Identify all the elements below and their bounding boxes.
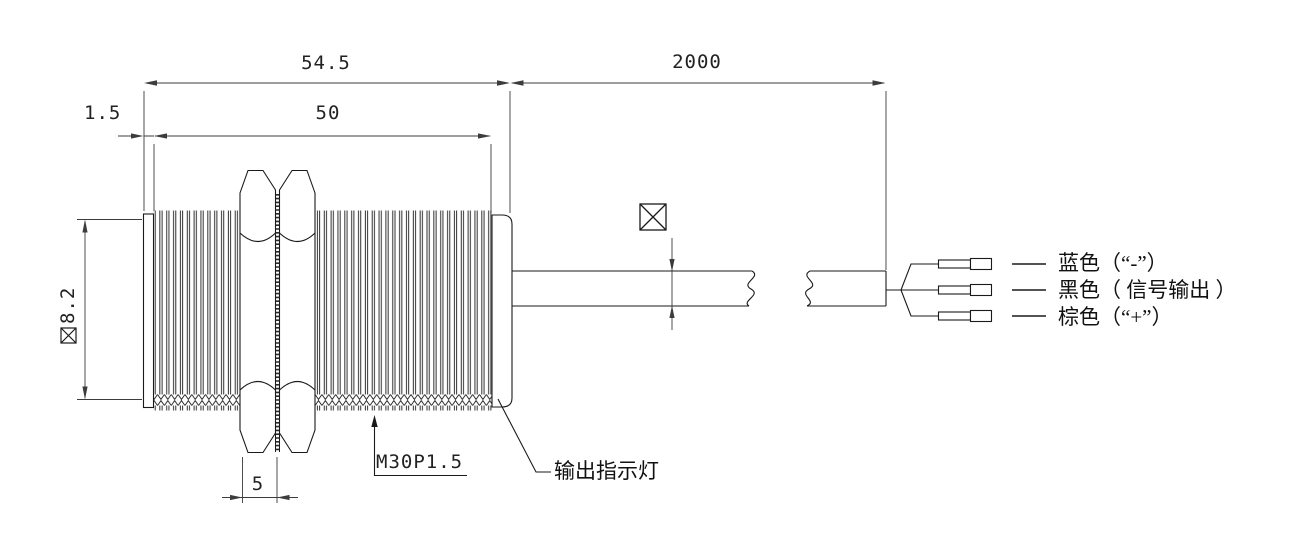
dim-body-diameter [77, 219, 142, 400]
dim-thread-length [153, 133, 492, 213]
thread-spec-label: M30P1.5 [374, 451, 468, 476]
wire-ferrule-blue [937, 257, 993, 271]
dim-text-body-diameter-value: 8.2 [57, 286, 79, 324]
dim-text-cable-length: 2000 [672, 51, 722, 73]
cable-break-right [805, 270, 814, 307]
thread-spec-text: M30P1.5 [374, 451, 468, 476]
thread-strip-between-nuts [275, 192, 280, 452]
wire-fan [886, 257, 1046, 323]
sensing-face [142, 213, 155, 409]
wire-label-ticks [1012, 263, 1046, 317]
dim-overall-length [143, 80, 511, 213]
wire-ferrule-brown [937, 309, 993, 323]
thread-right [315, 210, 492, 411]
diameter-box-icon [59, 327, 77, 344]
dim-cable-diameter [669, 238, 675, 330]
dim-text-nut-width: 5 [251, 473, 265, 495]
wire-label-black: 黑色（ 信号输出 ） [1058, 278, 1237, 302]
dim-text-overall-length: 54.5 [301, 52, 351, 74]
thread-spec-leader [371, 415, 378, 476]
wire-ferrule-black [937, 283, 993, 297]
end-cap [491, 214, 513, 408]
dim-text-tip-length: 1.5 [84, 102, 122, 124]
dim-nut-width [222, 457, 298, 503]
wire-label-blue: 蓝色（“-”） [1058, 251, 1168, 275]
hex-nut-left [239, 169, 277, 454]
dim-text-thread-length: 50 [315, 102, 341, 124]
dim-text-body-diameter: 8.2 [57, 268, 79, 344]
thread-left [153, 210, 240, 411]
wire-label-brown: 棕色（“+”） [1058, 305, 1173, 329]
dim-cable-length [510, 80, 887, 270]
dimension-lines [77, 80, 887, 503]
cable [512, 270, 887, 307]
led-callout-label: 输出指示灯 [554, 459, 659, 483]
hex-nut-right [278, 169, 316, 454]
up-arrowhead-icon [371, 415, 378, 427]
cable-break-left [746, 270, 756, 307]
led-leader-line [497, 398, 551, 473]
dim-tip-length [118, 133, 154, 139]
sensor-body [142, 169, 1046, 476]
diameter-box-icon [639, 203, 667, 231]
